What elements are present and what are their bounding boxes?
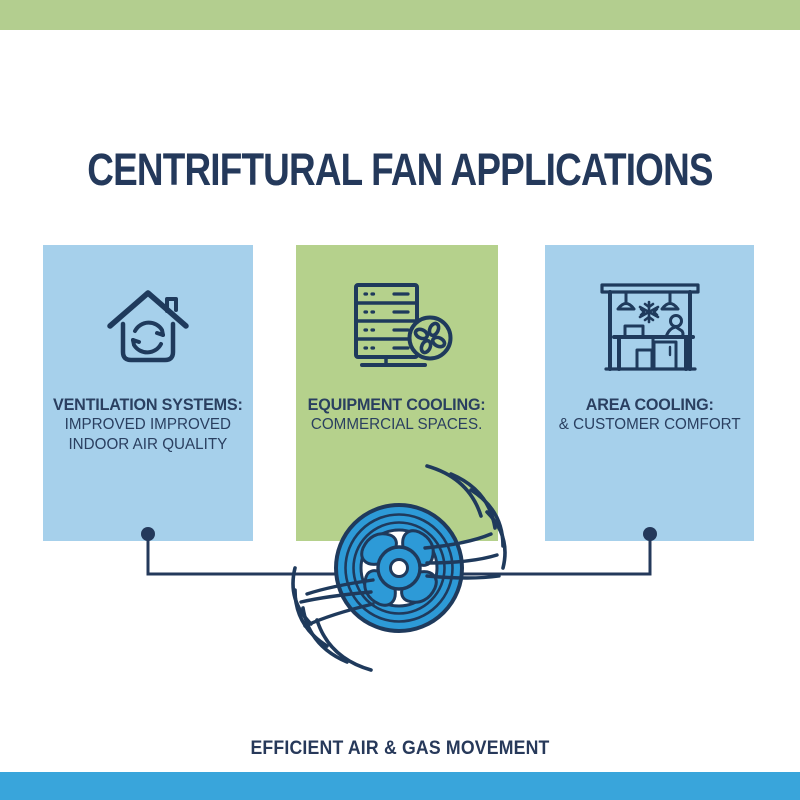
page-title: CENTRIFTURAL FAN APPLICATIONS [87, 144, 713, 195]
card-line: COMMERCIAL SPACES. [311, 416, 483, 433]
card-heading: EQUIPMENT COOLING: [308, 395, 486, 414]
footer-caption: EFFICIENT AIR & GAS MOVEMENT [250, 738, 550, 759]
card-equipment-cooling: EQUIPMENT COOLING: COMMERCIAL SPACES. [296, 245, 498, 541]
airflow-streaks [299, 532, 501, 628]
card-text: EQUIPMENT COOLING: COMMERCIAL SPACES. [308, 395, 486, 435]
card-heading: AREA COOLING: [585, 395, 714, 414]
card-line: & CUSTOMER COMFORT [558, 416, 741, 433]
card-line: IMPROVED IMPROVED [64, 416, 232, 433]
card-text: VENTILATION SYSTEMS: IMPROVED IMPROVED I… [53, 395, 243, 455]
server-rack-fan-icon [341, 278, 453, 373]
top-accent-bar [0, 0, 800, 30]
card-heading: VENTILATION SYSTEMS: [53, 395, 243, 414]
shop-interior-cooling-icon [596, 278, 704, 373]
card-text: AREA COOLING: & CUSTOMER COMFORT [559, 395, 741, 435]
card-line: INDOOR AIR QUALITY [68, 436, 228, 453]
house-ventilation-icon [98, 278, 198, 373]
card-ventilation-systems: VENTILATION SYSTEMS: IMPROVED IMPROVED I… [43, 245, 253, 541]
bottom-accent-bar [0, 772, 800, 800]
card-area-cooling: AREA COOLING: & CUSTOMER COMFORT [545, 245, 754, 541]
